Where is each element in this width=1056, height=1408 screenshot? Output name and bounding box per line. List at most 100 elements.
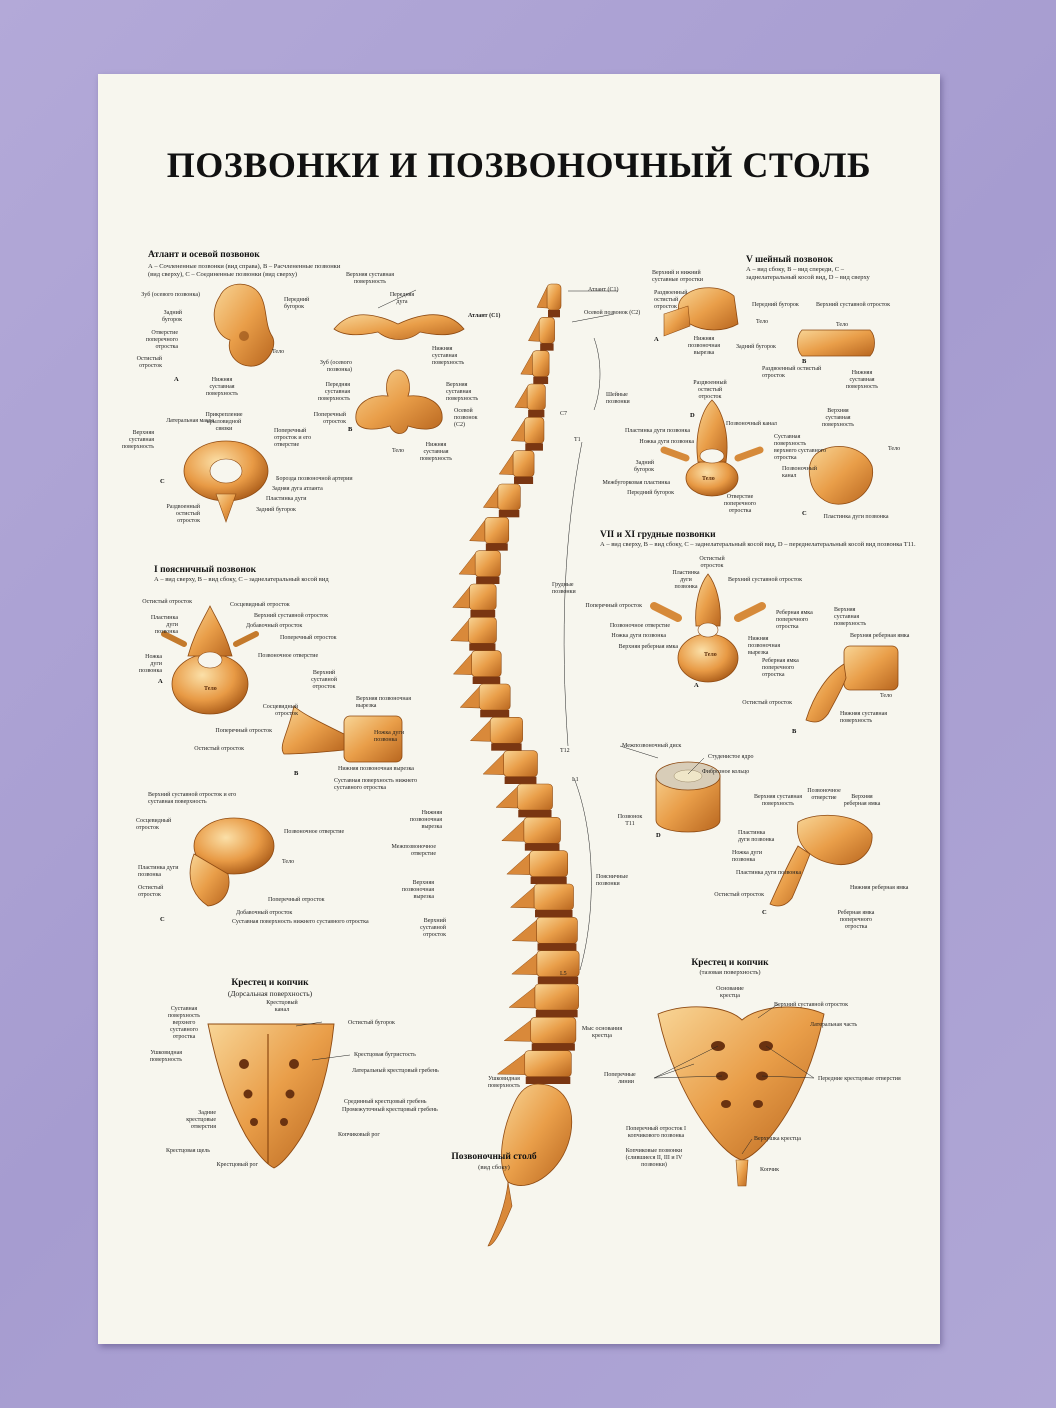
lumbar-label: Суставная поверхность нижнего суставного… <box>232 919 369 925</box>
c5-label: Раздвоенный остистый отросток <box>654 290 688 310</box>
lumbar-label: Поперечный отросток <box>280 635 337 641</box>
spine-label: Ушковидная поверхность <box>487 1076 521 1089</box>
thoracic-label: Верхний суставной отросток <box>728 577 803 583</box>
spinous-process <box>528 320 540 342</box>
figure-letter: D <box>656 832 661 839</box>
thoracic-label: Ножка дуги позвонка <box>611 633 666 639</box>
thoracic-label: Нижняя реберная ямка <box>850 885 909 891</box>
sacrum-label: Копчиковый рог <box>338 1132 380 1138</box>
thoracic-label: Реберная ямка поперечного отростка <box>762 658 799 678</box>
thoracic-side-figure <box>805 645 899 723</box>
spine-label: Осевой позвонок (C2) <box>584 310 641 316</box>
sacrum-dorsal-sub: (Дорсальная поверхность) <box>227 989 313 998</box>
atlas-label: Верхняя суставная поверхность <box>446 382 479 402</box>
atlas-label: Передний бугорок <box>284 297 310 310</box>
atlas-label: Отверстие поперечного отростка <box>145 330 178 350</box>
lumbar-label: Позвоночное отверстие <box>284 829 345 835</box>
thoracic-section-title: VII и XI грудные позвонки <box>600 530 716 540</box>
lumbar-label: Добавочный отросток <box>236 910 293 916</box>
figure-letter: C <box>762 909 767 916</box>
spine-label: Поясничные позвонки <box>596 874 628 887</box>
lumbar-label: Добавочный отросток <box>246 623 303 629</box>
spine-label: Нижняя позвоночная вырезка <box>409 810 442 830</box>
c5-label: Тело <box>836 322 849 328</box>
sacrum-pelvic-label: Передние крестцовые отверстия <box>818 1076 901 1082</box>
thoracic-label: Верхняя реберная ямка <box>850 633 910 639</box>
figure-letter: C <box>802 510 807 517</box>
lumbar-side-figure <box>281 705 403 763</box>
spine-label: Межпозвоночный диск <box>622 743 682 749</box>
c5-section-sub: А – вид сбоку, В – вид спереди, С – задн… <box>746 266 870 281</box>
intervertebral-disc <box>533 376 549 384</box>
thoracic-oblique-figure <box>769 814 873 907</box>
intervertebral-disc <box>535 1010 578 1018</box>
thoracic-label: Нижняя позвоночная вырезка <box>748 636 781 656</box>
atlas-axis-joined-figure <box>183 440 269 523</box>
c5-label: Верхний и нижний суставные отростки <box>652 270 704 283</box>
atlas-label: Нижняя суставная поверхность <box>205 377 239 397</box>
spinous-process <box>452 653 472 675</box>
spinous-process <box>482 753 504 775</box>
c5-label: Передний бугорок <box>752 302 799 308</box>
spine-label: L1 <box>572 777 579 783</box>
thoracic-label: Остистый отросток <box>714 892 764 898</box>
spine-caption-sub: (вид сбоку) <box>478 1164 510 1171</box>
figure-letter: A <box>174 376 179 383</box>
lumbar-label: Сосцевидный отросток <box>136 818 172 831</box>
intervertebral-disc <box>480 710 510 718</box>
spinous-process <box>450 619 469 642</box>
intervertebral-disc <box>514 476 534 484</box>
spinous-process <box>509 886 535 909</box>
spine-label: Верхний суставной отросток <box>420 918 446 938</box>
c5-label: Отверстие поперечного отростка <box>723 494 757 514</box>
sacrum-label: Латеральный крестцовый гребень <box>352 1068 439 1074</box>
figure-letter: B <box>792 728 797 735</box>
c5-label: Нижняя позвоночная вырезка <box>687 336 721 356</box>
c5-label: Тело <box>888 446 901 452</box>
sacrum-pelvic-label: Основание крестца <box>716 986 744 999</box>
sacrum-label: Крестцовый канал <box>266 1000 298 1013</box>
thoracic-label: Пластинка дуги позвонка <box>738 830 775 843</box>
c5-label: Позвоночный канал <box>782 466 818 479</box>
lumbar-label: Остистый отросток <box>194 746 244 752</box>
sacrum-label: Крестцовая бугристость <box>354 1052 416 1058</box>
atlas-label: Верхняя суставная поверхность <box>121 430 154 450</box>
t11-disc-figure <box>655 761 721 833</box>
intervertebral-disc <box>491 743 522 751</box>
lumbar-oblique-figure <box>189 817 275 907</box>
lumbar-label: Верхний суставной отросток <box>311 670 337 690</box>
spine-label: C7 <box>560 411 568 417</box>
atlas-label: Борозда позвоночной артерии <box>276 476 353 482</box>
sacrum-label: Промежуточный крестцовый гребень <box>342 1107 438 1113</box>
spinous-process <box>452 586 470 609</box>
poster-title: ПОЗВОНКИ И ПОЗВОНОЧНЫЙ СТОЛБ <box>166 145 872 185</box>
atlas-label: Передняя дуга <box>389 292 415 305</box>
atlas-label: Нижняя суставная поверхность <box>432 346 465 366</box>
c5-label: Раздвоенный остистый отросток <box>693 380 727 400</box>
atlas-label: Остистый отросток <box>136 356 162 369</box>
intervertebral-disc <box>531 1043 575 1051</box>
lumbar-label: Нижняя позвоночная вырезка <box>338 766 414 772</box>
intervertebral-disc <box>535 910 573 918</box>
atlas-label: Прикрепление крыловидной связки <box>205 412 243 432</box>
c5-label: Пластинка дуги позвонка <box>625 428 690 434</box>
thoracic-label: Верхняя реберная ямка <box>618 644 678 650</box>
spine-label: Атлант (C1) <box>588 287 619 293</box>
spinous-process <box>482 486 499 509</box>
spine-label: Мыс основания крестца <box>581 1026 623 1039</box>
spinous-process <box>469 519 486 542</box>
sacrum-pelvic-label: Латеральная часть <box>810 1022 858 1028</box>
spinous-process <box>511 953 538 975</box>
spine-caption: Позвоночный столб <box>451 1152 537 1162</box>
spinous-process <box>508 986 536 1009</box>
figure-letter: C <box>160 478 165 485</box>
spine-label: Грудные позвонки <box>552 582 576 595</box>
lumbar-label: Остистый отросток <box>138 885 164 898</box>
sacrum-label: Крестцовый рог <box>216 1162 258 1168</box>
intervertebral-disc <box>537 943 577 951</box>
intervertebral-disc <box>525 443 543 451</box>
figure-letter: B <box>348 426 353 433</box>
c5-label: Раздвоенный остистый отросток <box>762 366 822 379</box>
anatomy-artwork <box>161 283 899 1247</box>
lumbar-label: Ножка дуги позвонка <box>374 730 405 743</box>
